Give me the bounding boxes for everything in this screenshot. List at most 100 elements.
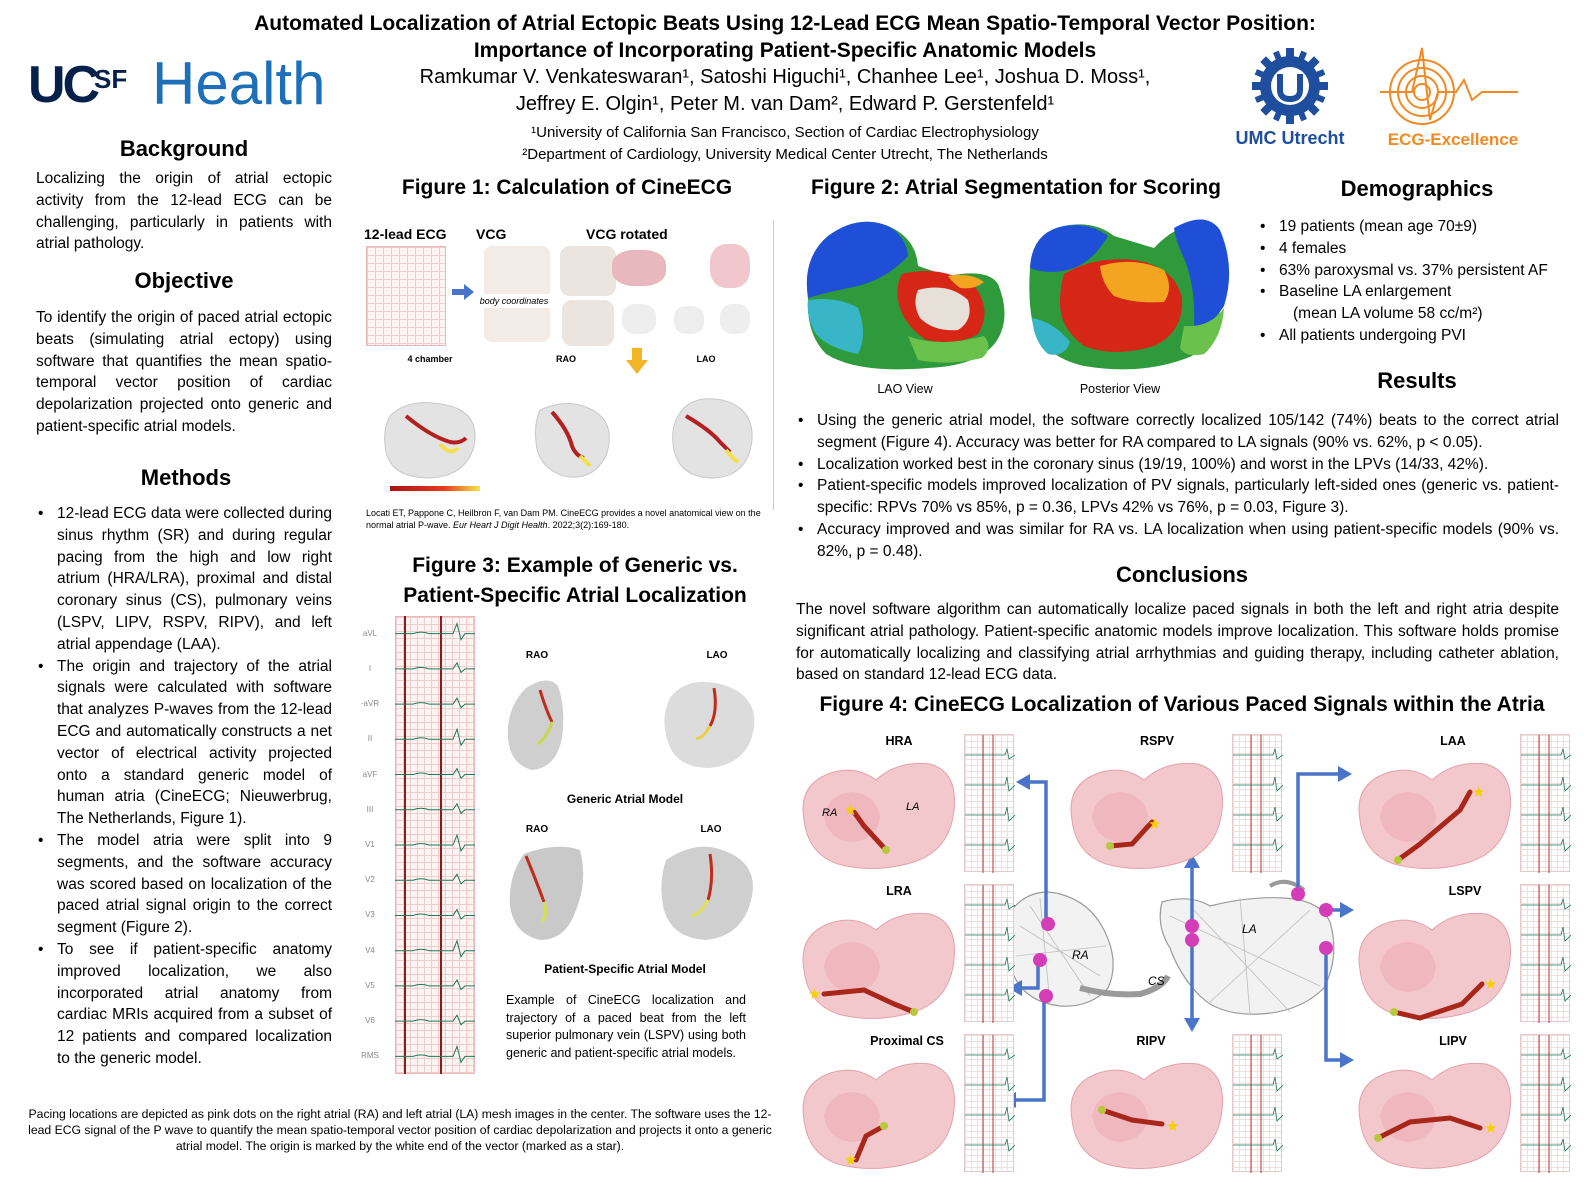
demographics-list: 19 patients (mean age 70±9) 4 females 63… (1258, 216, 1568, 347)
lead-label: V2 (365, 875, 375, 885)
lead-label: V1 (365, 840, 375, 849)
fig4-panel-label: Proximal CS (870, 1034, 944, 1048)
affiliation-1: ¹University of California San Francisco,… (531, 124, 1039, 141)
figure3-heading-line-1: Figure 3: Example of Generic vs. (412, 554, 738, 577)
ecg-lead-trace (395, 939, 475, 958)
ecg-logo-text: ECG-Excellence (1387, 130, 1519, 149)
fig3-generic-label: Generic Atrial Model (566, 792, 684, 806)
heart-view-1 (560, 246, 616, 296)
umc-logo-text: UMC Utrecht (1235, 128, 1345, 148)
fig1-label-4chamber: 4 chamber (407, 354, 453, 364)
ecg-excellence-logo: ECG-Excellence (1378, 40, 1528, 158)
figure4-footnote: Pacing locations are depicted as pink do… (28, 1107, 772, 1153)
methods-item: The model atria were split into 9 segmen… (36, 830, 332, 939)
svg-text:SF: SF (94, 64, 127, 94)
pacing-dots (1033, 887, 1333, 1003)
reference-volume: . 2022;3(2):169-180. (547, 519, 630, 530)
fig4-panel-label: LIPV (1439, 1034, 1467, 1048)
poster-title: Automated Localization of Atrial Ectopic… (190, 10, 1380, 64)
lead-label: I (368, 663, 372, 673)
figure1-reference: Locati ET, Pappone C, Heilbron F, van Da… (366, 508, 766, 531)
results-item: Accuracy improved and was similar for RA… (796, 519, 1559, 563)
demographics-item: 19 patients (mean age 70±9) (1258, 216, 1568, 238)
lead-label: aVL (362, 628, 378, 638)
fig4-atria-model: ★ (1070, 762, 1223, 870)
lead-label: V6 (365, 1016, 375, 1026)
origin-star-icon: ★ (844, 802, 857, 819)
fig3-patient-rao-label: RAO (525, 824, 549, 835)
background-text: Localizing the origin of atrial ectopic … (36, 170, 332, 253)
methods-list: 12-lead ECG data were collected during s… (36, 503, 332, 1070)
ecg-lead-trace (395, 661, 475, 674)
figure4-heading: Figure 4: CineECG Localization of Variou… (819, 693, 1545, 716)
figure1-panel: 12-lead ECG VCG VCG rotated body coordin… (360, 220, 774, 510)
fig4-pointer-arrows (1012, 772, 1344, 1102)
fig4-atria-model: ★ (1358, 1062, 1511, 1170)
ecg-lead-trace (395, 1014, 475, 1026)
figure3-caption: Example of CineECG localization and traj… (506, 993, 746, 1060)
heart-view-4 (562, 300, 614, 346)
fig1-body-coordinates: body coordinates (474, 294, 554, 308)
ecg-lead-trace (395, 1044, 475, 1064)
ecg-lead-trace (395, 873, 475, 885)
fig4-ecg-thumbnail (964, 1034, 1016, 1173)
ecg-waveforms (395, 621, 475, 1064)
authors: Ramkumar V. Venkateswaran¹, Satoshi Higu… (370, 64, 1200, 118)
objective-text: To identify the origin of paced atrial e… (36, 309, 332, 435)
heart-view-5 (622, 304, 656, 334)
fig4-center-mesh-and-arrows (1002, 766, 1354, 1108)
figure3-heading-line-2: Patient-Specific Atrial Localization (403, 584, 747, 607)
fig1-label-vcg: VCG (476, 226, 507, 242)
lead-label: -aVR (360, 699, 380, 709)
ecg-lead-trace (395, 908, 475, 920)
fig4-ecg-thumbnail (1232, 1034, 1284, 1173)
origin-star-icon: ★ (1148, 816, 1161, 833)
figure2-heading: Figure 2: Atrial Segmentation for Scorin… (811, 176, 1221, 199)
methods-heading: Methods (140, 465, 232, 490)
lead-label: III (366, 804, 374, 814)
demographics-heading: Demographics (1340, 176, 1494, 201)
methods-item: To see if patient-specific anatomy impro… (36, 939, 332, 1070)
mesh-label-cs: CS (1148, 974, 1165, 988)
svg-text:UC: UC (28, 56, 100, 114)
results-list: Using the generic atrial model, the soft… (796, 410, 1559, 563)
origin-star-icon: ★ (1166, 1118, 1179, 1135)
origin-star-icon: ★ (808, 986, 821, 1003)
lead-label: RMS (361, 1051, 379, 1061)
fig4-atria-model: ★ (1358, 762, 1511, 870)
fig4-panel-label: LSPV (1448, 884, 1482, 898)
la-mesh (1159, 879, 1335, 1015)
fig4-ecg-thumbnail (1520, 734, 1572, 873)
panel-label-ra: RA (822, 807, 837, 819)
lao-view-model (806, 221, 1005, 370)
posterior-view-label: Posterior View (1079, 382, 1161, 396)
fig4-panel-label: LRA (886, 884, 912, 898)
arrow-down-icon (626, 348, 648, 374)
fig4-atria-model: ★ (802, 912, 955, 1020)
ra-mesh (1006, 891, 1171, 1007)
fig3-generic-rao-label: RAO (525, 650, 549, 661)
demographics-item: All patients undergoing PVI (1258, 325, 1568, 347)
fig4-panel-label: LAA (1440, 734, 1466, 748)
ecg-lead-trace (395, 833, 475, 853)
svg-text:Health: Health (152, 50, 325, 117)
fig4-ecg-thumbnail (1520, 884, 1572, 1023)
affiliation-2: ²Department of Cardiology, University Me… (522, 146, 1048, 163)
conclusions-heading: Conclusions (1115, 562, 1248, 587)
lao-view-label: LAO View (877, 382, 933, 396)
origin-star-icon: ★ (844, 1152, 857, 1169)
ecg-lead-trace (395, 802, 475, 815)
lead-label: II (367, 734, 373, 744)
ucsf-health-logo: UC SF ​ Health (28, 42, 358, 120)
ecg-lead-trace (395, 767, 475, 779)
mesh-label-ra: RA (1072, 948, 1089, 962)
umc-utrecht-logo: UMC Utrecht (1228, 42, 1358, 158)
results-item: Using the generic atrial model, the soft… (796, 410, 1559, 454)
fig3-patient-models (509, 846, 753, 940)
fig4-atria-model: ★ RA LA (802, 762, 955, 870)
fig4-ecg-thumbnail (964, 884, 1016, 1023)
conclusions-text: The novel software algorithm can automat… (796, 601, 1559, 684)
fig1-label-vcg-rotated: VCG rotated (586, 226, 668, 242)
panel-label-la: LA (906, 801, 919, 813)
